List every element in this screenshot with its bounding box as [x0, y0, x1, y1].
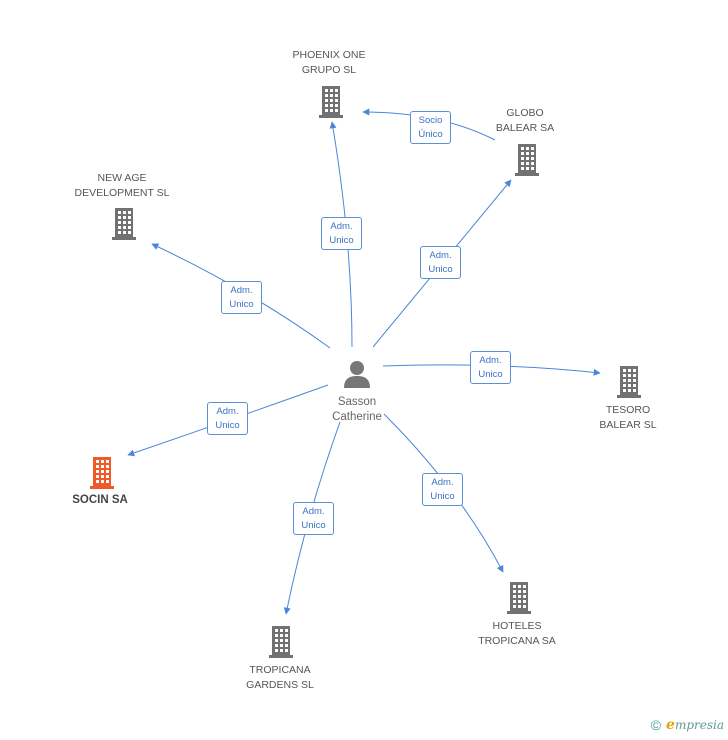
copyright-icon: © [650, 717, 662, 733]
edge-label-person-phoenix[interactable]: Adm.Unico [321, 217, 362, 250]
building-icon[interactable] [614, 364, 644, 398]
building-icon[interactable] [504, 580, 534, 614]
building-icon[interactable] [266, 624, 296, 658]
person-icon[interactable] [342, 359, 372, 389]
footer-credit: © empresia [651, 715, 724, 735]
edge-label-person-tropicana[interactable]: Adm.Unico [293, 502, 334, 535]
edge-label-person-tesoro[interactable]: Adm.Unico [470, 351, 511, 384]
edge-label-person-newage[interactable]: Adm.Unico [221, 281, 262, 314]
edge-label-person-socin[interactable]: Adm.Unico [207, 402, 248, 435]
building-icon[interactable] [87, 455, 117, 489]
edge-label-person-globo[interactable]: Adm.Unico [420, 246, 461, 279]
brand-logo[interactable]: empresia [666, 717, 724, 733]
building-icon[interactable] [316, 84, 346, 118]
building-icon[interactable] [109, 206, 139, 240]
node-label-socin[interactable]: SOCIN SA [72, 494, 128, 506]
building-icon[interactable] [512, 142, 542, 176]
edge-label-person-hoteles[interactable]: Adm.Unico [422, 473, 463, 506]
